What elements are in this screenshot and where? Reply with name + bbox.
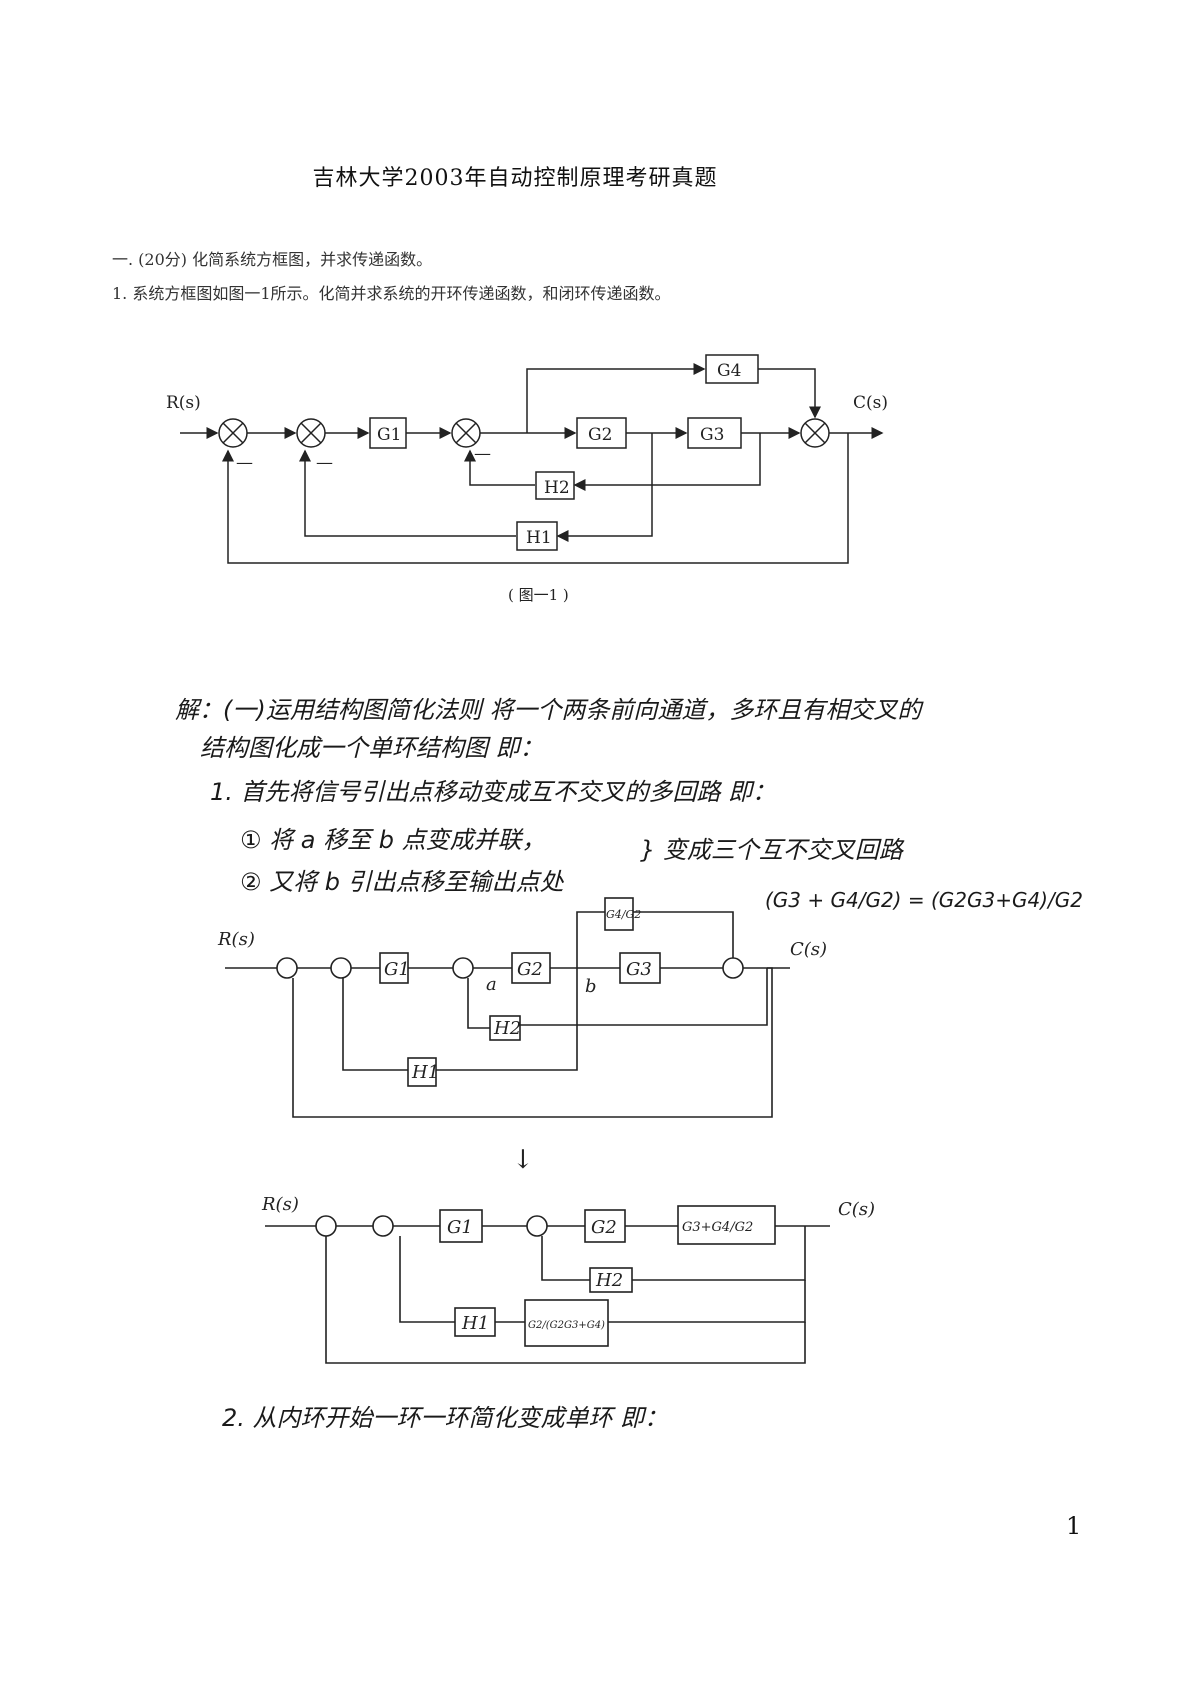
output-label: C(s): [853, 393, 888, 413]
solution-line-1: 解：(一)运用结构图简化法则 将一个两条前向通道，多环且有相交叉的: [175, 696, 922, 724]
diagram2-lines: [225, 897, 790, 1118]
block-h2: H2: [493, 1018, 521, 1039]
block-g3: G3: [700, 425, 724, 445]
minus-sign: —: [474, 444, 491, 464]
block-g1: G1: [377, 425, 401, 445]
block-g1: G1: [447, 1217, 473, 1238]
input-label: R(s): [217, 929, 255, 950]
output-label: C(s): [838, 1199, 875, 1220]
block-h2: H2: [595, 1270, 623, 1291]
block-h1: H1: [411, 1062, 439, 1083]
solution-line-4b: } 变成三个互不交叉回路: [640, 836, 903, 864]
block-g4: G4: [717, 361, 741, 381]
down-arrow-icon: ↓: [512, 1145, 534, 1175]
point-a: a: [486, 974, 497, 995]
block-h1: H1: [526, 528, 552, 548]
block-g2: G2: [517, 959, 543, 980]
solution-line-5: ② 又将 b 引出点移至输出点处: [240, 868, 564, 896]
block-g4-over-g2: G4/G2: [606, 908, 641, 921]
block-h1: H1: [461, 1313, 489, 1334]
block-g2: G2: [591, 1217, 617, 1238]
question-heading: 一. (20分) 化简系统方框图，并求传递函数。: [112, 250, 433, 269]
solution-line-4: ① 将 a 移至 b 点变成并联，: [240, 826, 546, 854]
diagram3-lines: [265, 1205, 830, 1364]
input-label: R(s): [166, 393, 201, 413]
forward-path: [180, 363, 884, 439]
minus-sign: —: [236, 453, 253, 473]
solution-line-2: 结构图化成一个单环结构图 即：: [200, 734, 544, 762]
page-title: 吉林大学2003年自动控制原理考研真题: [312, 166, 718, 191]
block-g1: G1: [384, 959, 410, 980]
block-h2: H2: [544, 478, 570, 498]
block-g3: G3: [626, 959, 652, 980]
handwritten-diagram-2: R(s) C(s) G1 G2 G3 G4/G2 H1 H2 a b ↓: [217, 897, 827, 1175]
blocks: [369, 354, 759, 551]
block-g2-over-sum: G2/(G2G3+G4): [528, 1320, 605, 1331]
page-number: 1: [1066, 1512, 1082, 1540]
handwritten-diagram-3: R(s) C(s) G1 G2 G3+G4/G2 H1 H2 G2/(G2G3+…: [261, 1194, 875, 1364]
equation: (G3 + G4/G2) = (G2G3+G4)/G2: [765, 888, 1083, 912]
solution-line-6: 2. 从内环开始一环一环简化变成单环 即：: [222, 1404, 669, 1432]
block-g3-plus-g4-over-g2: G3+G4/G2: [682, 1220, 753, 1235]
point-b: b: [585, 976, 597, 997]
block-diagram-figure1: R(s) C(s) G1 G2 G3 G4 H1 H2 — — — ( 图一1 …: [166, 354, 888, 604]
input-label: R(s): [261, 1194, 299, 1215]
question-item-1: 1. 系统方框图如图一1所示。化简并求系统的开环传递函数，和闭环传递函数。: [112, 284, 671, 303]
minus-sign: —: [316, 453, 333, 473]
output-label: C(s): [790, 939, 827, 960]
block-g2: G2: [588, 425, 612, 445]
solution-line-3: 1. 首先将信号引出点移动变成互不交叉的多回路 即：: [210, 778, 777, 806]
feedback-paths: [222, 433, 849, 564]
figure-caption: ( 图一1 ): [508, 586, 569, 604]
